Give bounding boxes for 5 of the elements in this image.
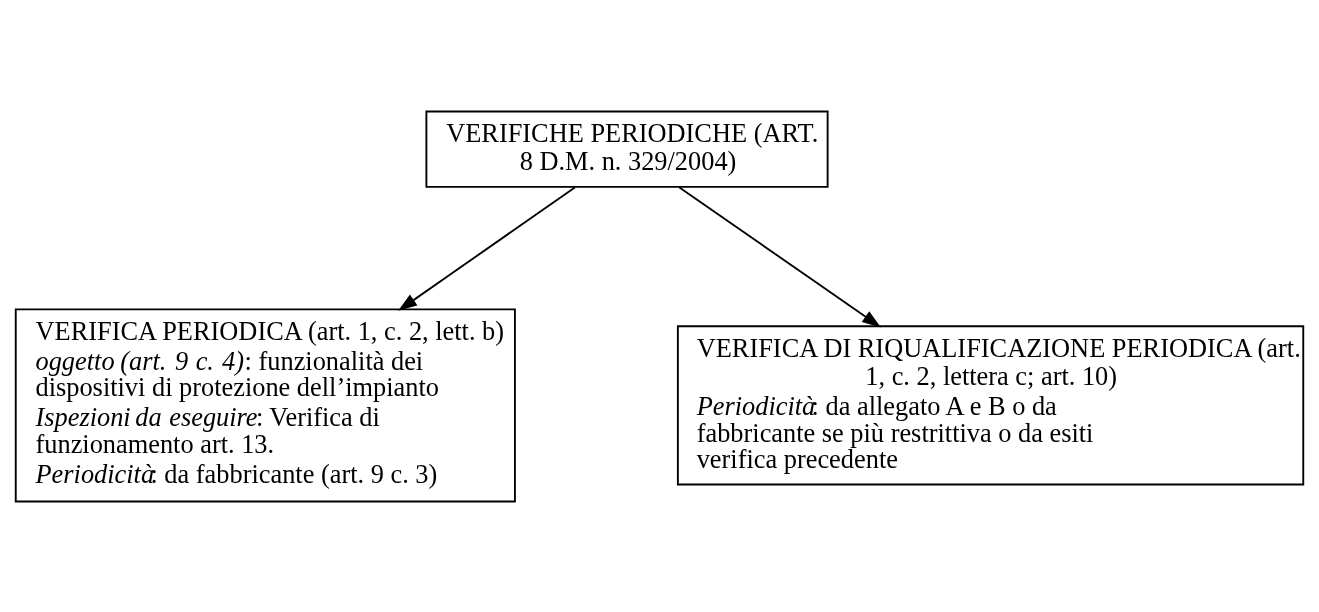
arrow xyxy=(678,185,881,327)
node-box: VERIFICHE PERIODICHE (ART. 8 D.M. n. 329/2004) xyxy=(425,110,829,188)
arrow xyxy=(398,185,577,311)
node-box: VERIFICA PERIODICA (art. 1, c. 2, lett. b) oggetto (art. 9 c. 4): funzionalità dei dispositivi di protezione dell’impianto Ispezioni da eseguire: Verifica di funzionamento art. 13. Periodicità: da fabbricante (art. 9 c. 3) xyxy=(14,307,516,502)
node-box: VERIFICA DI RIQUALIFICAZIONE PERIODICA (art. 1, c. 2, lettera c; art. 10) Periodicità: da allegato A e B o da fabbricante se più restrittiva o da esiti verifica precedente xyxy=(676,324,1305,485)
